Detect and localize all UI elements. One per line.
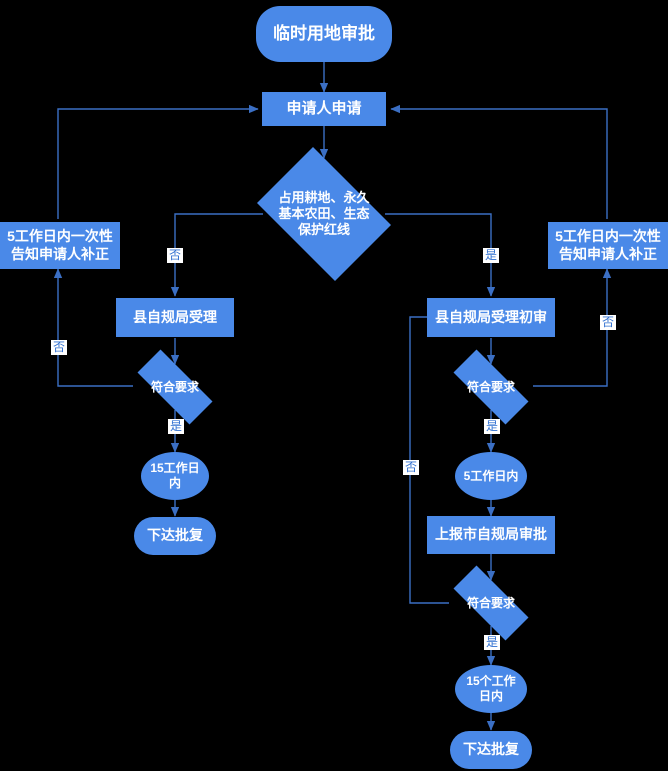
- node-issue-approval-left[interactable]: 下达批复: [134, 517, 216, 555]
- node-start[interactable]: 临时用地审批: [256, 6, 392, 62]
- node-5-workdays-right[interactable]: 5工作日内: [455, 452, 527, 500]
- edge-check-right-1-no-to-notify: [533, 268, 612, 387]
- edge-label-yes-to-county-first: 是: [483, 248, 500, 263]
- edge-check-left-no-to-notify: [53, 268, 133, 387]
- node-county-bureau-first-review[interactable]: 县自规局受理初审: [427, 298, 555, 337]
- edge-notify-left-to-apply: [57, 104, 259, 219]
- node-15-workdays-left[interactable]: 15工作日 内: [141, 452, 209, 500]
- edge-decision-no-to-accept: [170, 213, 263, 297]
- node-decision-land-use[interactable]: 占用耕地、永久 基本农田、生态 保护红线: [246, 147, 402, 281]
- node-check-requirements-right-2[interactable]: 符合要求: [439, 565, 543, 641]
- edge-decision-yes-to-accept-first: [385, 213, 496, 297]
- edge-label-no-right-check-1: 否: [600, 315, 617, 330]
- node-check-requirements-left[interactable]: 符合要求: [123, 349, 227, 425]
- node-notify-applicant-right[interactable]: 5工作日内一次性 告知申请人补正: [548, 222, 668, 269]
- node-15-workdays-right[interactable]: 15个工作 日内: [455, 665, 527, 713]
- node-county-bureau-accept[interactable]: 县自规局受理: [116, 298, 234, 337]
- edge-label-yes-right-check-1: 是: [484, 419, 501, 434]
- node-check-requirements-right-1[interactable]: 符合要求: [439, 349, 543, 425]
- node-applicant-apply[interactable]: 申请人申请: [262, 92, 386, 126]
- node-issue-approval-right[interactable]: 下达批复: [450, 731, 532, 769]
- edge-notify-right-to-apply: [390, 104, 608, 219]
- node-report-city-bureau-approval[interactable]: 上报市自规局审批: [427, 516, 555, 554]
- edge-label-no-left-check: 否: [51, 340, 68, 355]
- edge-label-no-to-county: 否: [167, 248, 184, 263]
- edge-label-yes-left-check: 是: [168, 419, 185, 434]
- edge-label-no-right-check-2: 否: [403, 460, 420, 475]
- node-notify-applicant-left[interactable]: 5工作日内一次性 告知申请人补正: [0, 222, 120, 269]
- edge-label-yes-right-check-2: 是: [484, 635, 501, 650]
